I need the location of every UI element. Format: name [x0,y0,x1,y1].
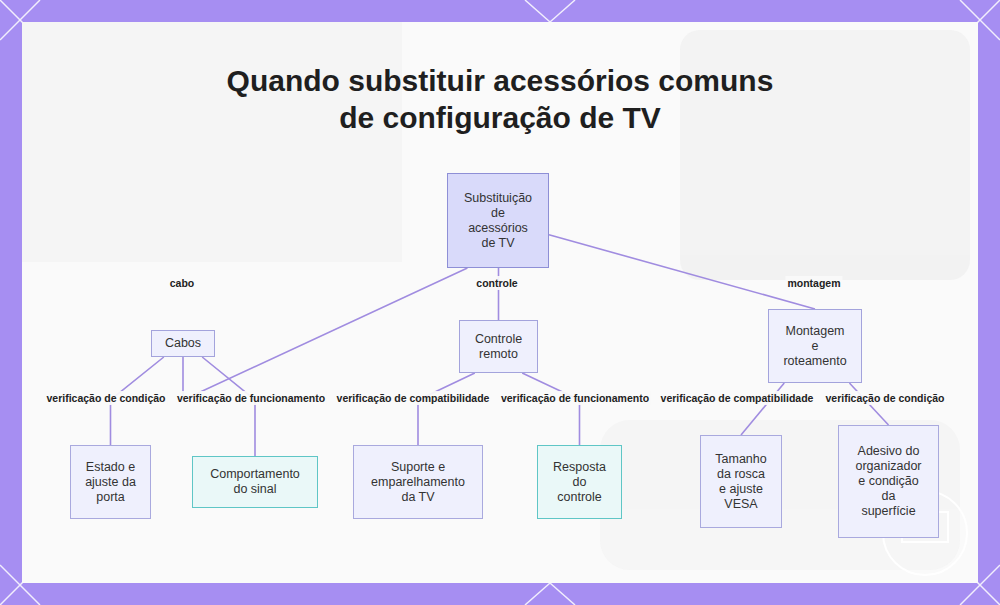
node-text: Adesivo do organizador e condição da sup… [853,444,924,519]
category-box: Montagem e roteamento [768,309,862,383]
node-text: Montagem e roteamento [783,324,847,369]
root-box: Substituição de acessórios de TV [447,173,549,268]
check-box: Suporte e emparelhamento da TV [353,445,483,519]
node-text: Tamanho da rosca e ajuste VESA [713,452,769,512]
edge-label: verificação de funcionamento [175,391,327,405]
connector [549,235,815,309]
node-text: Estado e ajuste da porta [81,460,140,505]
panel [22,22,978,583]
node-text: Resposta do controle [552,460,607,505]
connector [522,373,579,445]
connector [202,357,255,456]
edge-label: controle [474,276,519,290]
title: Quando substituir acessórios comuns de c… [215,62,785,136]
category-box: Cabos [151,330,215,357]
node-text: Substituição de acessórios de TV [461,191,535,251]
edge-label: verificação de condição [823,391,946,405]
check-box: Adesivo do organizador e condição da sup… [838,425,939,538]
faded-photo [22,22,970,570]
check-box: Tamanho da rosca e ajuste VESA [700,435,782,528]
edge-label: verificação de condição [44,391,167,405]
node-text: Controle remoto [470,332,527,362]
node-text: Suporte e emparelhamento da TV [364,460,472,505]
edge-label: cabo [168,276,197,290]
edge-label: verificação de funcionamento [499,391,651,405]
node-text: Comportamento do sinal [205,467,305,497]
edge-label: verificação de compatibilidade [659,391,816,405]
edge-label: verificação de compatibilidade [335,391,492,405]
connector [183,268,467,400]
category-box: Controle remoto [459,320,538,373]
connector [418,373,475,445]
check-box: Estado e ajuste da porta [70,445,151,519]
node-text: Cabos [165,336,201,351]
check-box: Comportamento do sinal [192,456,318,508]
edge-label: montagem [785,276,842,290]
check-box: Resposta do controle [537,445,622,519]
title-area: Quando substituir acessórios comuns de c… [215,62,785,136]
